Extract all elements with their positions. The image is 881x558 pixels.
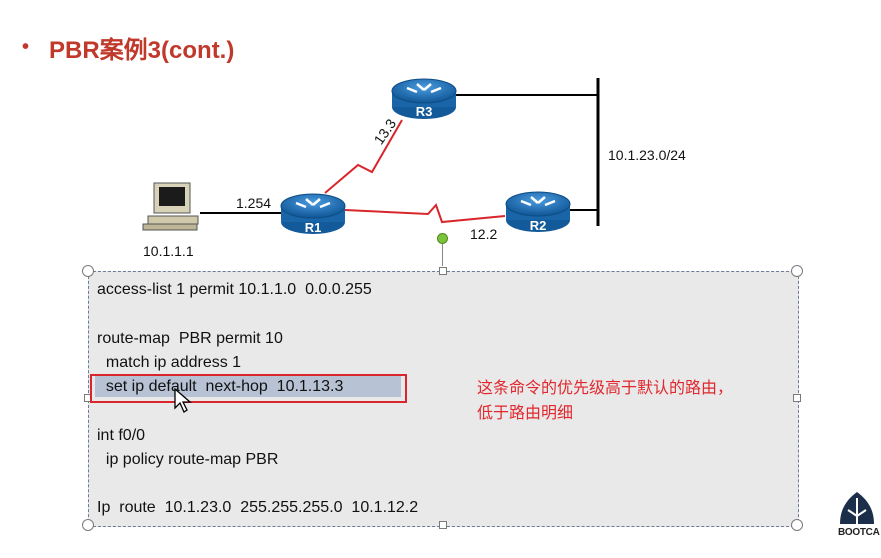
resize-handle-bottom[interactable] [439,521,447,529]
subnet-label: 10.1.23.0/24 [608,147,686,163]
config-line-set-default: set ip default next-hop 10.1.13.3 [97,378,344,395]
network-topology: R1 R2 R3 13.3 [142,78,600,235]
rotation-handle[interactable] [437,233,448,244]
serial-link-r1-r3 [324,119,403,194]
router-r3-label: R3 [416,104,433,119]
title-bullet: • [22,36,30,58]
resize-handle-right[interactable] [793,394,801,402]
config-line-ip-route: Ip route 10.1.23.0 255.255.255.0 10.1.12… [97,499,419,516]
config-line-ip-policy: ip policy route-map PBR [97,451,279,468]
annotation-line-1: 这条命令的优先级高于默认的路由， [477,378,734,397]
resize-handle-bottom-left[interactable] [82,519,94,531]
title-text: PBR案例3(cont.) [49,37,235,64]
router-r1-icon [280,193,346,234]
config-line-interface: int f0/0 [97,427,146,444]
config-line-route-map: route-map PBR permit 10 [97,330,283,347]
logo-text: BOOTCA [838,527,880,538]
config-line-match: match ip address 1 [97,354,242,371]
resize-handle-top[interactable] [439,267,447,275]
serial-link-r1-r2 [344,203,506,224]
router-r2-icon [505,191,571,232]
router-r1-label: R1 [305,220,322,235]
red-emphasis-box [90,374,407,403]
annotation-line-2: 低于路由明细 [477,403,574,422]
host-ip-label: 10.1.1.1 [143,243,194,259]
resize-handle-bottom-right[interactable] [791,519,803,531]
rotation-stem [442,244,443,266]
router-r3-icon [391,78,457,119]
resize-handle-top-right[interactable] [791,265,803,277]
config-textbox[interactable] [88,271,799,527]
router-r2-label: R2 [530,218,547,233]
resize-handle-top-left[interactable] [82,265,94,277]
slide-title: • PBR案例3(cont.) [22,30,234,65]
host-pc-icon [142,182,199,231]
r2-link-label: 12.2 [470,226,498,242]
r1-host-side-label: 1.254 [236,195,272,211]
config-line-access-list: access-list 1 permit 10.1.1.0 0.0.0.255 [97,281,372,298]
bootcamp-logo-icon [840,492,874,524]
selected-text-highlight [95,376,401,397]
mouse-cursor-icon [174,388,192,413]
